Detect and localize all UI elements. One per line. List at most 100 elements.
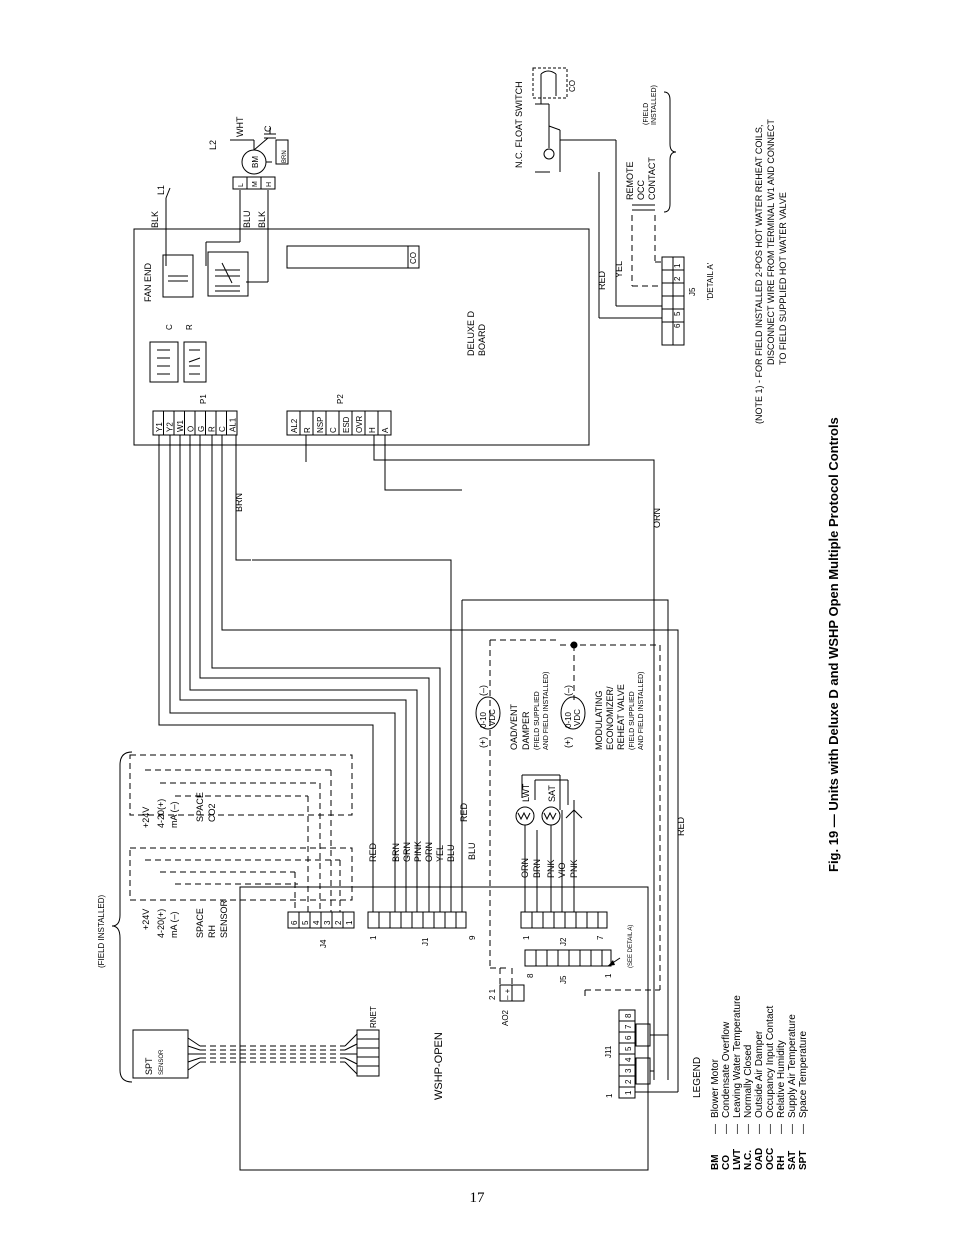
co2-ma1: 4-20(+) [156,799,166,828]
note-line3: TO FIELD SUPPLIED HOT WATER VALVE [778,192,788,365]
p2-pin: H [368,427,377,433]
legend-desc: Space Temperature [798,1030,809,1118]
modulating-economizer: 0-10 VDC (+) (–) MODULATING ECONOMIZER/ … [490,641,661,1000]
relay-c-coil [149,341,179,383]
co-indicator-box [286,245,420,269]
p2-pin: ESD [342,416,351,433]
co2-ma2: mA (–) [169,801,179,828]
ao2-label: AO2 [501,1009,510,1026]
occ-label: OCC [636,180,646,201]
p1-pin: C [218,426,227,432]
j1-end: 9 [468,935,477,940]
p2-label: P2 [336,394,345,404]
econ-plus: (+) [563,737,573,748]
p2-pin: A [381,427,390,433]
legend-dash: — [787,1124,798,1134]
j4-pin: 5 [301,920,310,925]
legend-desc: Occupancy Input Contact [765,1005,776,1118]
detail-pin: 1 [673,263,682,268]
p2-terminal-strip: AL2 R NSP C ESD OVR H A [286,410,392,436]
float-co-label: CO [568,80,577,92]
j11-pin: 7 [624,1024,633,1029]
field-installed-label: (FIELD INSTALLED) [97,894,106,968]
legend-desc: Outside Air Damper [754,1030,765,1118]
p1-pin: Y1 [155,422,164,432]
j1-wire-label: GRN [402,842,412,862]
j11-pin: 3 [624,1068,633,1073]
p2-pin: NSP [316,417,325,433]
fan-end-label: FAN END [143,262,153,302]
legend-item: BM — Blower Motor [710,1058,721,1170]
detail-j5-label: J5 [688,287,697,296]
relay-c-label: C [165,324,174,330]
econ-line3: REHEAT VALVE [616,684,626,750]
sat-label: SAT [547,785,557,802]
legend-desc: Leaving Water Temperature [732,995,743,1118]
legend-dash: — [732,1124,743,1134]
oad-line4: AND FIELD INSTALLED) [543,672,550,750]
j1-wire-label: BLU [446,844,456,862]
j2-connector: 1 7 J2 [520,911,608,946]
j1-wire-label: RED [368,842,378,862]
motor-brn-label: BRN [282,150,288,163]
oad-plus: (+) [478,737,488,748]
j2-label: J2 [559,937,568,946]
oad-minus: (–) [478,685,488,696]
j4-pin: 2 [334,920,343,925]
j1-wire-label: ORN [424,842,434,862]
legend-desc: Supply Air Temperature [787,1014,798,1118]
l2-label: L2 [208,140,218,150]
legend-item: RH — Relative Humidity [776,1040,787,1170]
j1-wire-label: BRN [391,843,401,862]
co2-name1: SPACE [195,792,205,822]
float-switch: CO [532,67,577,173]
spt-sensor: SPT SENSOR RNET [132,1006,380,1079]
legend-item: OAD — Outside Air Damper [754,1030,765,1170]
note-1: (NOTE 1) - FOR FIELD INSTALLED 2-POS HOT… [754,119,788,424]
legend-dash: — [754,1124,765,1134]
rh-ma2: mA (–) [169,911,179,938]
j1-wire-label: YEL [435,845,445,862]
econ-line2: ECONOMIZER/ [605,686,615,750]
legend-abbr: OAD [754,1148,765,1170]
blower-relay [207,251,249,297]
j4-pin: 4 [312,920,321,925]
space-rh-sensor: +24V 4-20(+) mA (–) SPACE RH SENSOR [129,847,353,938]
fan-relay [162,254,194,298]
p1-pin: O [187,426,196,432]
oad-vdc1: 0-10 [479,711,488,728]
econ-vdc1: 0-10 [564,711,573,728]
j1-connector: 1 9 J1 [367,911,477,946]
motor-tap: L [238,183,245,187]
j11-start: 1 [605,1093,614,1098]
legend-desc: Blower Motor [710,1058,721,1118]
space-co2-sensor: +24V 4-20(+) mA (–) SPACE CO2 [129,754,353,912]
motor-blu-label: BLU [242,210,252,228]
field-installed-bracket [111,751,133,1083]
wht-label: WHT [235,116,245,137]
rh-name2: RH [207,925,217,938]
j11-pin: 6 [624,1035,633,1040]
legend-desc: Condensate Overflow [721,1021,732,1118]
legend-dash: — [765,1124,776,1134]
see-detail-a: (SEE DETAIL A) [628,925,634,968]
p1-pin: Y2 [166,422,175,432]
co2-24v: +24V [141,807,151,828]
legend-item: SPT — Space Temperature [798,1030,809,1170]
blk-l1-label: BLK [150,211,160,228]
legend-item: OCC — Occupancy Input Contact [765,1005,776,1170]
p2-pin: AL2 [290,418,299,433]
p2-pin: OVR [355,415,364,433]
p1-pin: G [197,426,206,432]
legend-abbr: CO [721,1155,732,1170]
legend-dash: — [721,1124,732,1134]
board-name-line2: BOARD [477,323,487,356]
p1-pin: AL1 [229,417,238,432]
wire-bundle-p1-j1 [158,435,679,1092]
legend-dash: — [743,1124,754,1134]
j1-label: J1 [421,937,430,946]
detail-yel-label: YEL [614,261,624,278]
oad-vent-damper: 0-10 VDC (+) (–) OAD/VENT DAMPER (FIELD … [475,639,560,968]
legend-dash: — [776,1124,787,1134]
p2-pin: C [329,427,338,433]
